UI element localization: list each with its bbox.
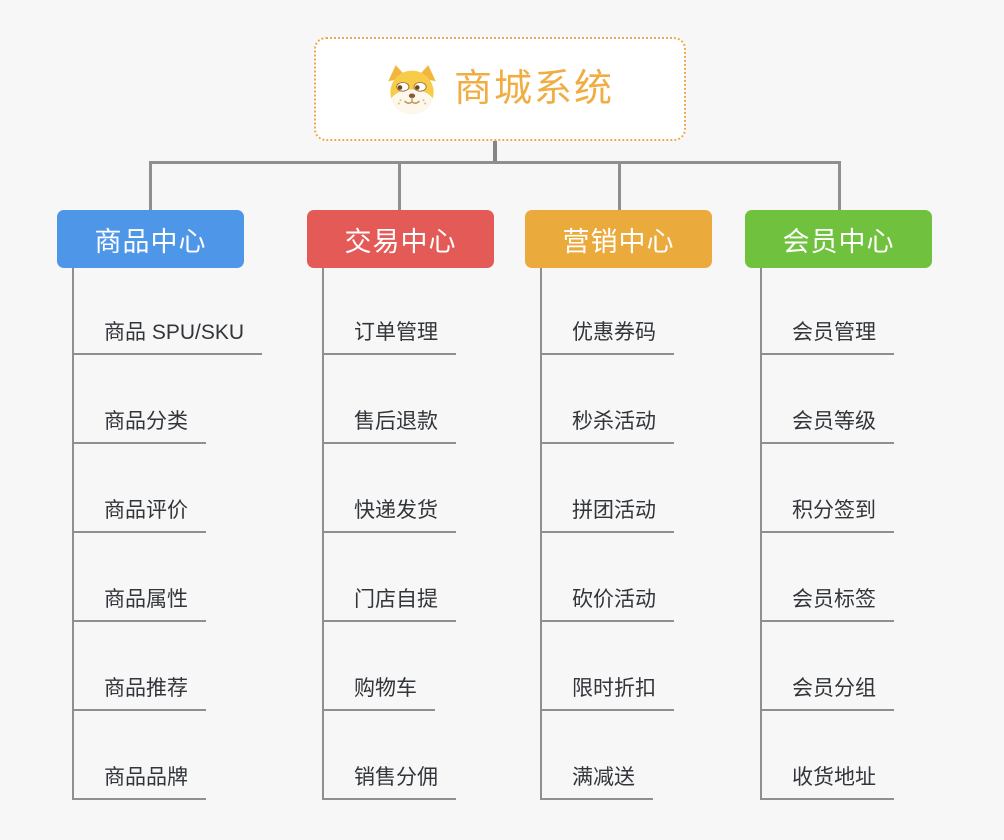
leaf-row: 会员等级 (760, 355, 894, 444)
leaf-node[interactable]: 积分签到 (760, 498, 894, 533)
branch-column-marketing: 优惠券码 秒杀活动 拼团活动 砍价活动 限时折扣 满减送 (540, 268, 674, 800)
leaf-node[interactable]: 门店自提 (322, 587, 456, 622)
leaf-node[interactable]: 销售分佣 (322, 765, 456, 800)
doge-icon (388, 65, 436, 114)
leaf-row: 会员分组 (760, 622, 894, 711)
branch-column-member: 会员管理 会员等级 积分签到 会员标签 会员分组 收货地址 (760, 268, 894, 800)
connector-drop-marketing (618, 161, 621, 210)
leaf-row: 商品属性 (72, 533, 262, 622)
leaf-node[interactable]: 收货地址 (760, 765, 894, 800)
leaf-row: 销售分佣 (322, 711, 456, 800)
leaf-node[interactable]: 秒杀活动 (540, 409, 674, 444)
leaf-node[interactable]: 快递发货 (322, 498, 456, 533)
leaf-row: 商品分类 (72, 355, 262, 444)
root-title: 商城系统 (453, 68, 614, 110)
branch-header-trade[interactable]: 交易中心 (307, 210, 494, 268)
leaf-node[interactable]: 会员分组 (760, 676, 894, 711)
leaf-row: 秒杀活动 (540, 355, 674, 444)
leaf-row: 限时折扣 (540, 622, 674, 711)
leaf-row: 售后退款 (322, 355, 456, 444)
leaf-node[interactable]: 商品推荐 (72, 676, 206, 711)
branch-header-product[interactable]: 商品中心 (57, 210, 244, 268)
leaf-node[interactable]: 商品品牌 (72, 765, 206, 800)
root-node[interactable]: 商城系统 (314, 37, 686, 141)
connector-drop-trade (398, 161, 401, 210)
leaf-node[interactable]: 优惠券码 (540, 320, 674, 355)
leaf-row: 满减送 (540, 711, 674, 800)
leaf-row: 商品推荐 (72, 622, 262, 711)
leaf-node[interactable]: 会员管理 (760, 320, 894, 355)
leaf-node[interactable]: 商品 SPU/SKU (72, 320, 263, 355)
connector-drop-product (149, 161, 152, 210)
leaf-node[interactable]: 售后退款 (322, 409, 456, 444)
leaf-row: 优惠券码 (540, 268, 674, 355)
leaf-row: 商品品牌 (72, 711, 262, 800)
leaf-node[interactable]: 商品评价 (72, 498, 206, 533)
leaf-node[interactable]: 商品属性 (72, 587, 206, 622)
leaf-node[interactable]: 会员标签 (760, 587, 894, 622)
leaf-row: 收货地址 (760, 711, 894, 800)
leaf-row: 拼团活动 (540, 444, 674, 533)
leaf-row: 门店自提 (322, 533, 456, 622)
leaf-node[interactable]: 购物车 (322, 676, 435, 711)
branch-header-member[interactable]: 会员中心 (745, 210, 932, 268)
leaf-row: 商品 SPU/SKU (72, 268, 263, 355)
leaf-node[interactable]: 砍价活动 (540, 587, 674, 622)
leaf-node[interactable]: 订单管理 (322, 320, 456, 355)
leaf-row: 购物车 (322, 622, 456, 711)
branch-header-marketing[interactable]: 营销中心 (525, 210, 712, 268)
leaf-row: 商品评价 (72, 444, 262, 533)
leaf-row: 会员管理 (760, 268, 894, 355)
leaf-row: 砍价活动 (540, 533, 674, 622)
leaf-row: 会员标签 (760, 533, 894, 622)
branch-column-product: 商品 SPU/SKU 商品分类 商品评价 商品属性 商品推荐 商品品牌 (72, 268, 263, 800)
leaf-row: 订单管理 (322, 268, 456, 355)
leaf-node[interactable]: 限时折扣 (540, 676, 674, 711)
leaf-row: 快递发货 (322, 444, 456, 533)
leaf-row: 积分签到 (760, 444, 894, 533)
branch-column-trade: 订单管理 售后退款 快递发货 门店自提 购物车 销售分佣 (322, 268, 456, 800)
connector-drop-member (838, 161, 841, 210)
leaf-node[interactable]: 商品分类 (72, 409, 206, 444)
connector-root-stem (493, 141, 497, 163)
leaf-node[interactable]: 满减送 (540, 765, 653, 800)
connector-horizontal (149, 161, 840, 164)
leaf-node[interactable]: 拼团活动 (540, 498, 674, 533)
leaf-node[interactable]: 会员等级 (760, 409, 894, 444)
